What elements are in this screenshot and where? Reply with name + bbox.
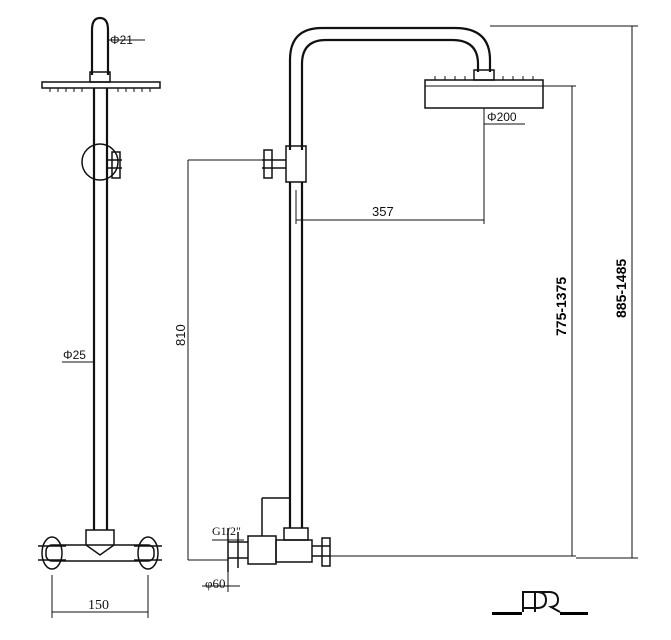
front-mixer-body — [45, 544, 155, 562]
front-mixer-joint — [85, 529, 115, 556]
side-holder-knob — [263, 149, 273, 179]
flange-label: φ60 — [205, 576, 226, 591]
phi25-label: Φ25 — [63, 348, 86, 362]
front-right-handle — [137, 536, 159, 570]
logo-bar-left — [492, 612, 522, 615]
width-label: 150 — [88, 598, 109, 613]
thread-label: G1/2" — [212, 524, 241, 538]
side-inlet — [247, 535, 277, 565]
logo-bar-right — [560, 612, 588, 615]
side-arm-inner — [300, 38, 480, 150]
outlet-height-label: 810 — [173, 324, 188, 346]
front-holder-disc — [81, 143, 119, 181]
front-holder-lever — [111, 151, 121, 179]
total-height-label: 885-1485 — [613, 259, 629, 318]
phi21-label: Φ21 — [110, 33, 133, 47]
side-handle — [321, 537, 331, 567]
head-height-label: 775-1375 — [553, 277, 569, 336]
side-mixer-joint — [283, 527, 309, 541]
side-arm-outer — [288, 26, 492, 150]
side-head-nozzles — [434, 76, 534, 80]
brand-logo — [492, 591, 588, 615]
front-shower-head — [41, 81, 161, 89]
phi200-label: Φ200 — [487, 110, 517, 124]
side-holder — [285, 145, 307, 183]
side-mixer-body — [275, 539, 313, 563]
side-shower-head — [424, 79, 544, 109]
side-view: Φ200 G1/2" φ60 810 — [173, 25, 638, 592]
front-head-nozzles — [49, 88, 151, 92]
reach-label: 357 — [372, 204, 394, 219]
front-gooseneck — [90, 16, 110, 75]
front-view: Φ21 Φ25 1 — [38, 16, 162, 618]
front-left-handle — [41, 536, 63, 570]
